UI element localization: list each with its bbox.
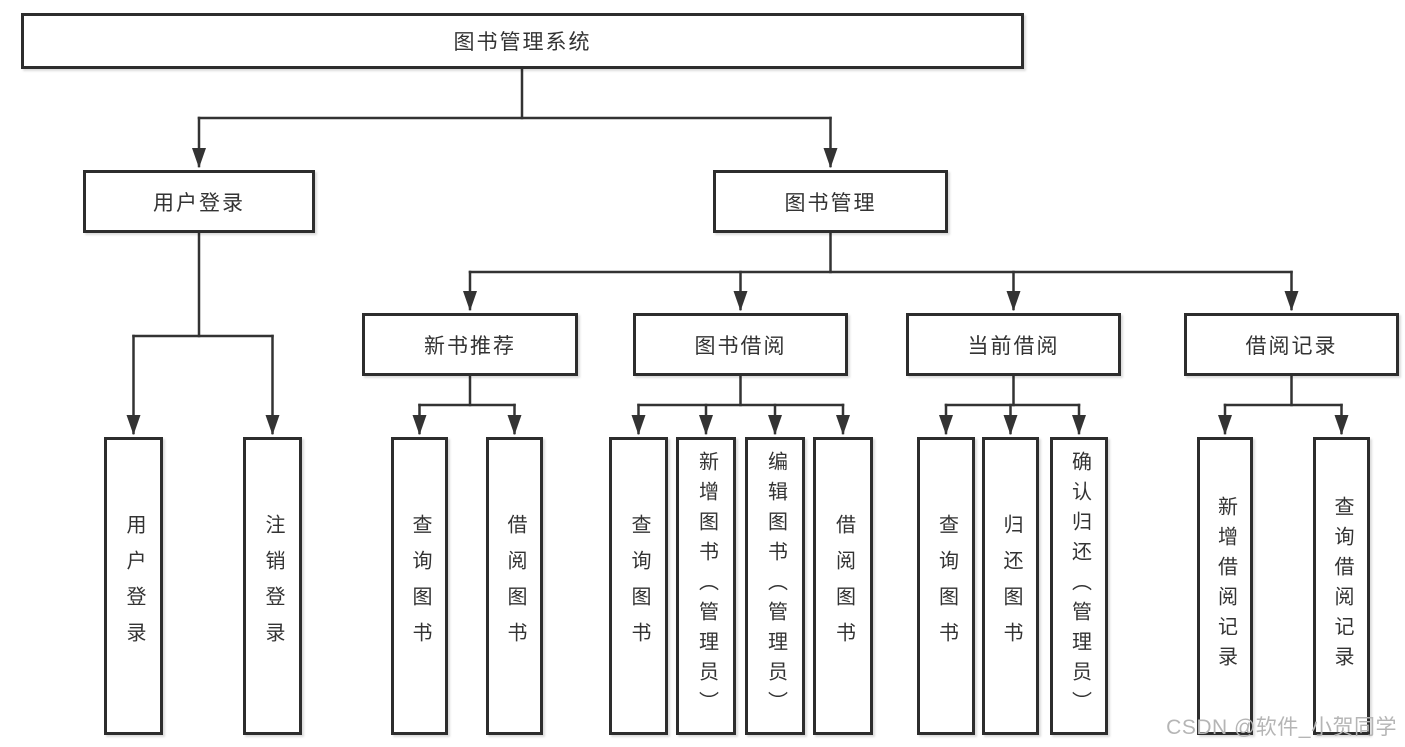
leaf-edit-books-admin: 编辑图书（管理员） — [745, 437, 805, 735]
leaf-query-borrow-record-label: 查询借阅记录 — [1331, 496, 1353, 676]
leaf-logout: 注销登录 — [243, 437, 302, 735]
leaf-logout-label: 注销登录 — [262, 514, 284, 658]
leaf-add-borrow-record: 新增借阅记录 — [1197, 437, 1253, 735]
leaf-edit-books-admin-label: 编辑图书（管理员） — [764, 451, 787, 721]
leaf-borrow-books-borrowing-label: 借阅图书 — [832, 514, 855, 658]
leaf-user-login-label: 用户登录 — [123, 514, 145, 658]
leaf-user-login: 用户登录 — [104, 437, 163, 735]
leaf-query-books-recommend: 查询图书 — [391, 437, 448, 735]
leaf-borrow-books-recommend: 借阅图书 — [486, 437, 543, 735]
node-current-borrowing: 当前借阅 — [906, 313, 1121, 376]
leaf-query-books-current-label: 查询图书 — [935, 514, 958, 658]
leaf-query-books-borrowing: 查询图书 — [609, 437, 668, 735]
leaf-confirm-return-admin: 确认归还（管理员） — [1050, 437, 1108, 735]
leaf-add-books-admin: 新增图书（管理员） — [676, 437, 736, 735]
leaf-return-books: 归还图书 — [982, 437, 1039, 735]
leaf-add-books-admin-label: 新增图书（管理员） — [695, 451, 718, 721]
leaf-query-books-borrowing-label: 查询图书 — [628, 514, 650, 658]
leaf-return-books-label: 归还图书 — [1000, 514, 1022, 658]
leaf-confirm-return-admin-label: 确认归还（管理员） — [1068, 451, 1091, 721]
watermark: CSDN @软件_小贺同学 — [1166, 716, 1397, 739]
node-user-login: 用户登录 — [83, 170, 315, 233]
leaf-query-borrow-record: 查询借阅记录 — [1313, 437, 1370, 735]
connector-lines — [126, 67, 1349, 435]
node-library-management-system: 图书管理系统 — [21, 13, 1024, 69]
node-book-borrowing: 图书借阅 — [633, 313, 848, 376]
leaf-borrow-books-recommend-label: 借阅图书 — [504, 514, 526, 658]
node-book-management: 图书管理 — [713, 170, 948, 233]
node-new-book-recommendation: 新书推荐 — [362, 313, 578, 376]
leaf-query-books-current: 查询图书 — [917, 437, 975, 735]
leaf-borrow-books-borrowing: 借阅图书 — [813, 437, 873, 735]
leaf-add-borrow-record-label: 新增借阅记录 — [1214, 496, 1237, 676]
node-borrowing-records: 借阅记录 — [1184, 313, 1399, 376]
leaf-query-books-recommend-label: 查询图书 — [409, 514, 431, 658]
